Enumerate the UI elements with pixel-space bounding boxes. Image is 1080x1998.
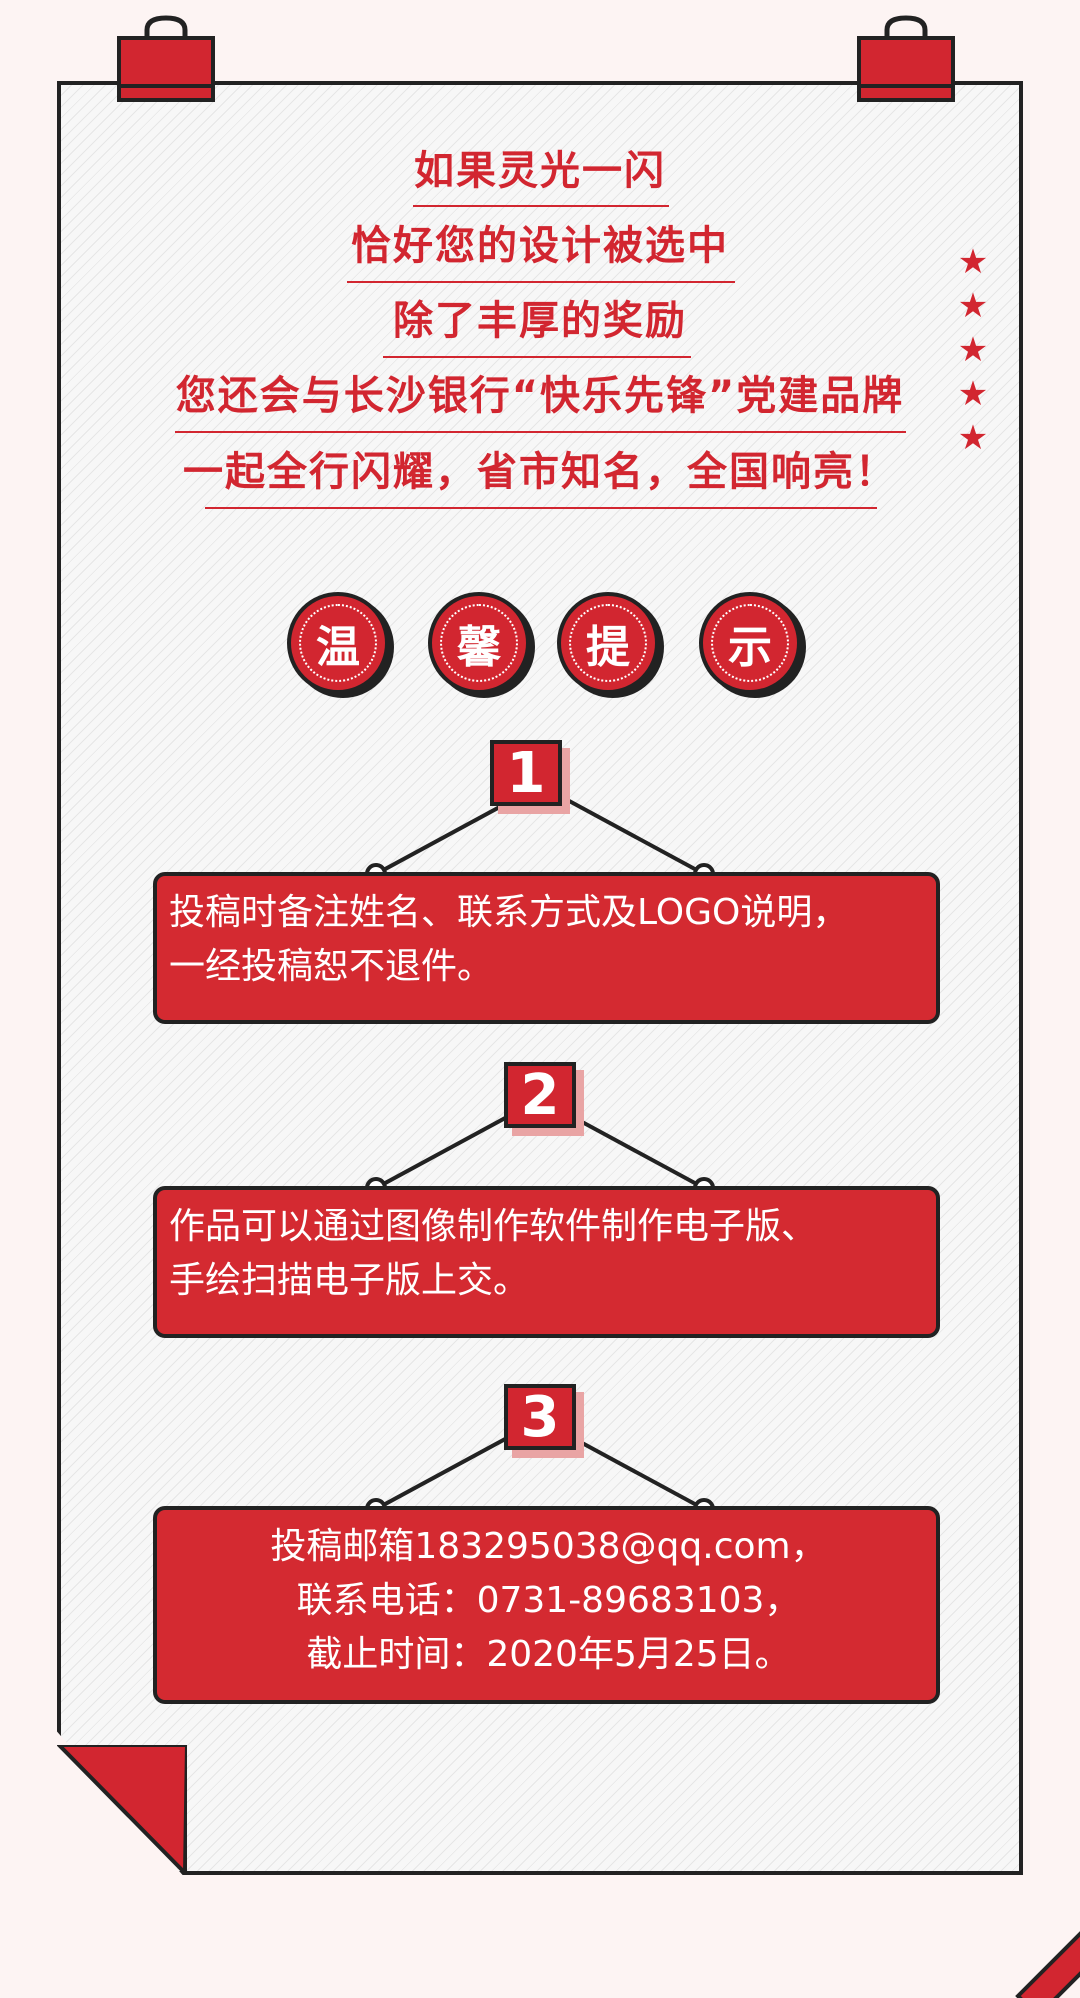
tip-3-line-3: 截止时间：2020年5月25日。 <box>306 1634 791 1675</box>
star-icon: ★ <box>957 286 989 326</box>
badge-label: 示 <box>711 604 789 682</box>
tip-3-card: 投稿邮箱183295038@qq.com， 联系电话：0731-89683103… <box>153 1506 940 1704</box>
tip-2-card: 作品可以通过图像制作软件制作电子版、 手绘扫描电子版上交。 <box>153 1186 940 1338</box>
intro-line-2: 恰好您的设计被选中 <box>351 223 729 269</box>
tip-1-line-2: 一经投稿恕不退件。 <box>169 946 494 987</box>
badge-label: 馨 <box>440 604 518 682</box>
badge-xin: 馨 <box>428 592 530 694</box>
underline <box>383 356 691 358</box>
star-icon: ★ <box>957 242 989 282</box>
underline <box>205 507 877 509</box>
intro-line-1: 如果灵光一闪 <box>414 148 666 194</box>
intro-line-5: 一起全行闪耀，省市知名，全国响亮！ <box>183 449 897 495</box>
star-decoration: ★ ★ ★ ★ ★ <box>953 240 993 460</box>
underline <box>413 205 669 207</box>
intro-line-3: 除了丰厚的奖励 <box>393 298 687 344</box>
folded-corner <box>57 1745 187 1875</box>
binder-clip-icon <box>857 15 955 102</box>
tip-3-line-1: 投稿邮箱183295038@qq.com， <box>270 1526 827 1567</box>
tip-3-number: 3 <box>504 1384 576 1450</box>
badge-ti: 提 <box>557 592 659 694</box>
tip-3-line-2: 联系电话：0731-89683103， <box>296 1580 801 1621</box>
binder-clip-icon <box>117 15 215 102</box>
tip-2-number: 2 <box>504 1062 576 1128</box>
star-icon: ★ <box>957 418 989 458</box>
tip-2-line-2: 手绘扫描电子版上交。 <box>169 1260 530 1301</box>
tip-2-line-1: 作品可以通过图像制作软件制作电子版、 <box>169 1206 818 1247</box>
star-icon: ★ <box>957 374 989 414</box>
intro-line-4: 您还会与长沙银行“快乐先锋”党建品牌 <box>175 373 905 419</box>
badge-shi: 示 <box>699 592 801 694</box>
tip-1-number: 1 <box>490 740 562 806</box>
badge-label: 提 <box>569 604 647 682</box>
pencil-icon <box>1015 1931 1080 1998</box>
tip-1-card: 投稿时备注姓名、联系方式及LOGO说明， 一经投稿恕不退件。 <box>153 872 940 1024</box>
underline <box>175 431 906 433</box>
star-icon: ★ <box>957 330 989 370</box>
underline <box>347 281 735 283</box>
badge-wen: 温 <box>287 592 389 694</box>
tip-1-line-1: 投稿时备注姓名、联系方式及LOGO说明， <box>169 892 849 933</box>
badge-label: 温 <box>299 604 377 682</box>
